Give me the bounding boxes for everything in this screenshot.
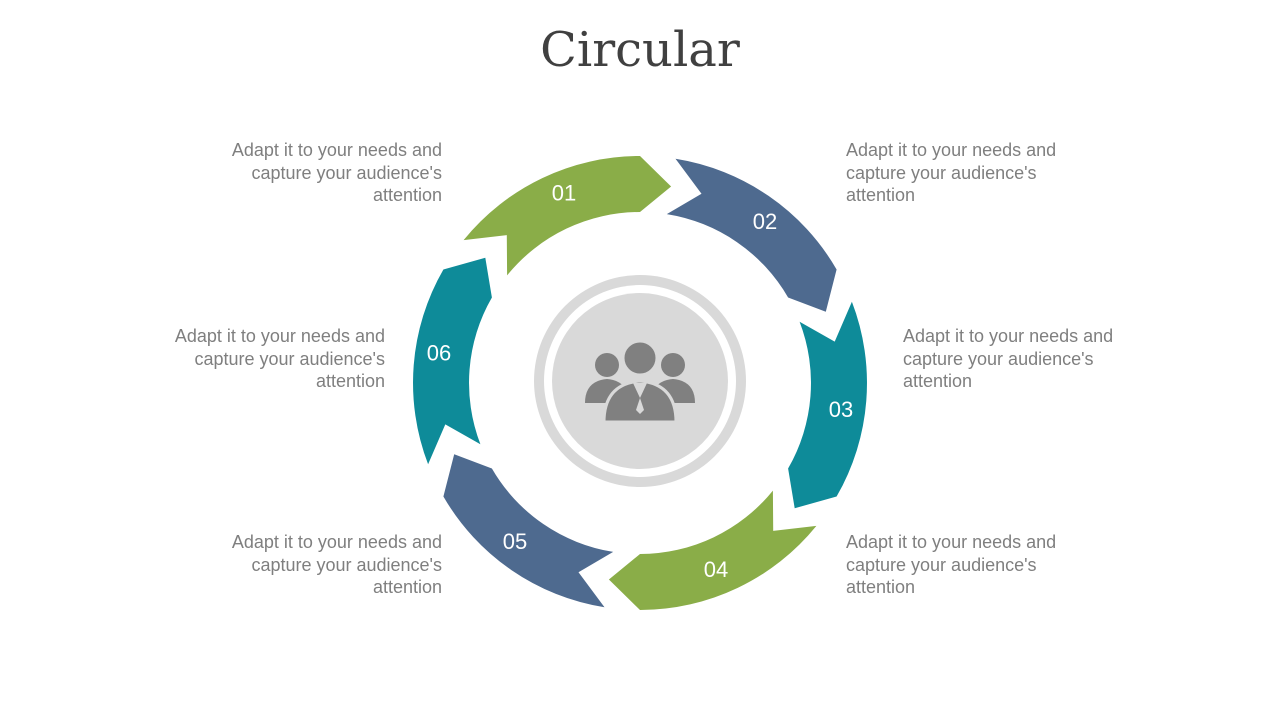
description-04: Adapt it to your needs and capture your … (846, 532, 1057, 597)
segment-number-02: 02 (753, 209, 777, 234)
description-01: Adapt it to your needs and capture your … (231, 140, 442, 205)
description-06: Adapt it to your needs and capture your … (174, 326, 385, 391)
page-title: Circular (540, 22, 740, 78)
cycle-segment-06 (413, 257, 492, 465)
description-05: Adapt it to your needs and capture your … (231, 532, 442, 597)
cycle-segment-04 (608, 490, 817, 610)
segment-number-05: 05 (503, 529, 527, 554)
cycle-segments: 01 02 03 04 05 06 (413, 155, 867, 610)
description-02: Adapt it to your needs and capture your … (846, 140, 1057, 205)
people-group-icon (585, 339, 695, 424)
description-03: Adapt it to your needs and capture your … (903, 326, 1114, 391)
segment-number-01: 01 (552, 181, 576, 206)
cycle-segment-02 (666, 158, 837, 312)
segment-number-03: 03 (829, 397, 853, 422)
cycle-segment-01 (463, 155, 672, 276)
segment-number-04: 04 (704, 557, 728, 582)
cycle-segment-05 (443, 454, 614, 608)
cycle-segment-03 (788, 301, 867, 509)
segment-number-06: 06 (427, 341, 451, 366)
